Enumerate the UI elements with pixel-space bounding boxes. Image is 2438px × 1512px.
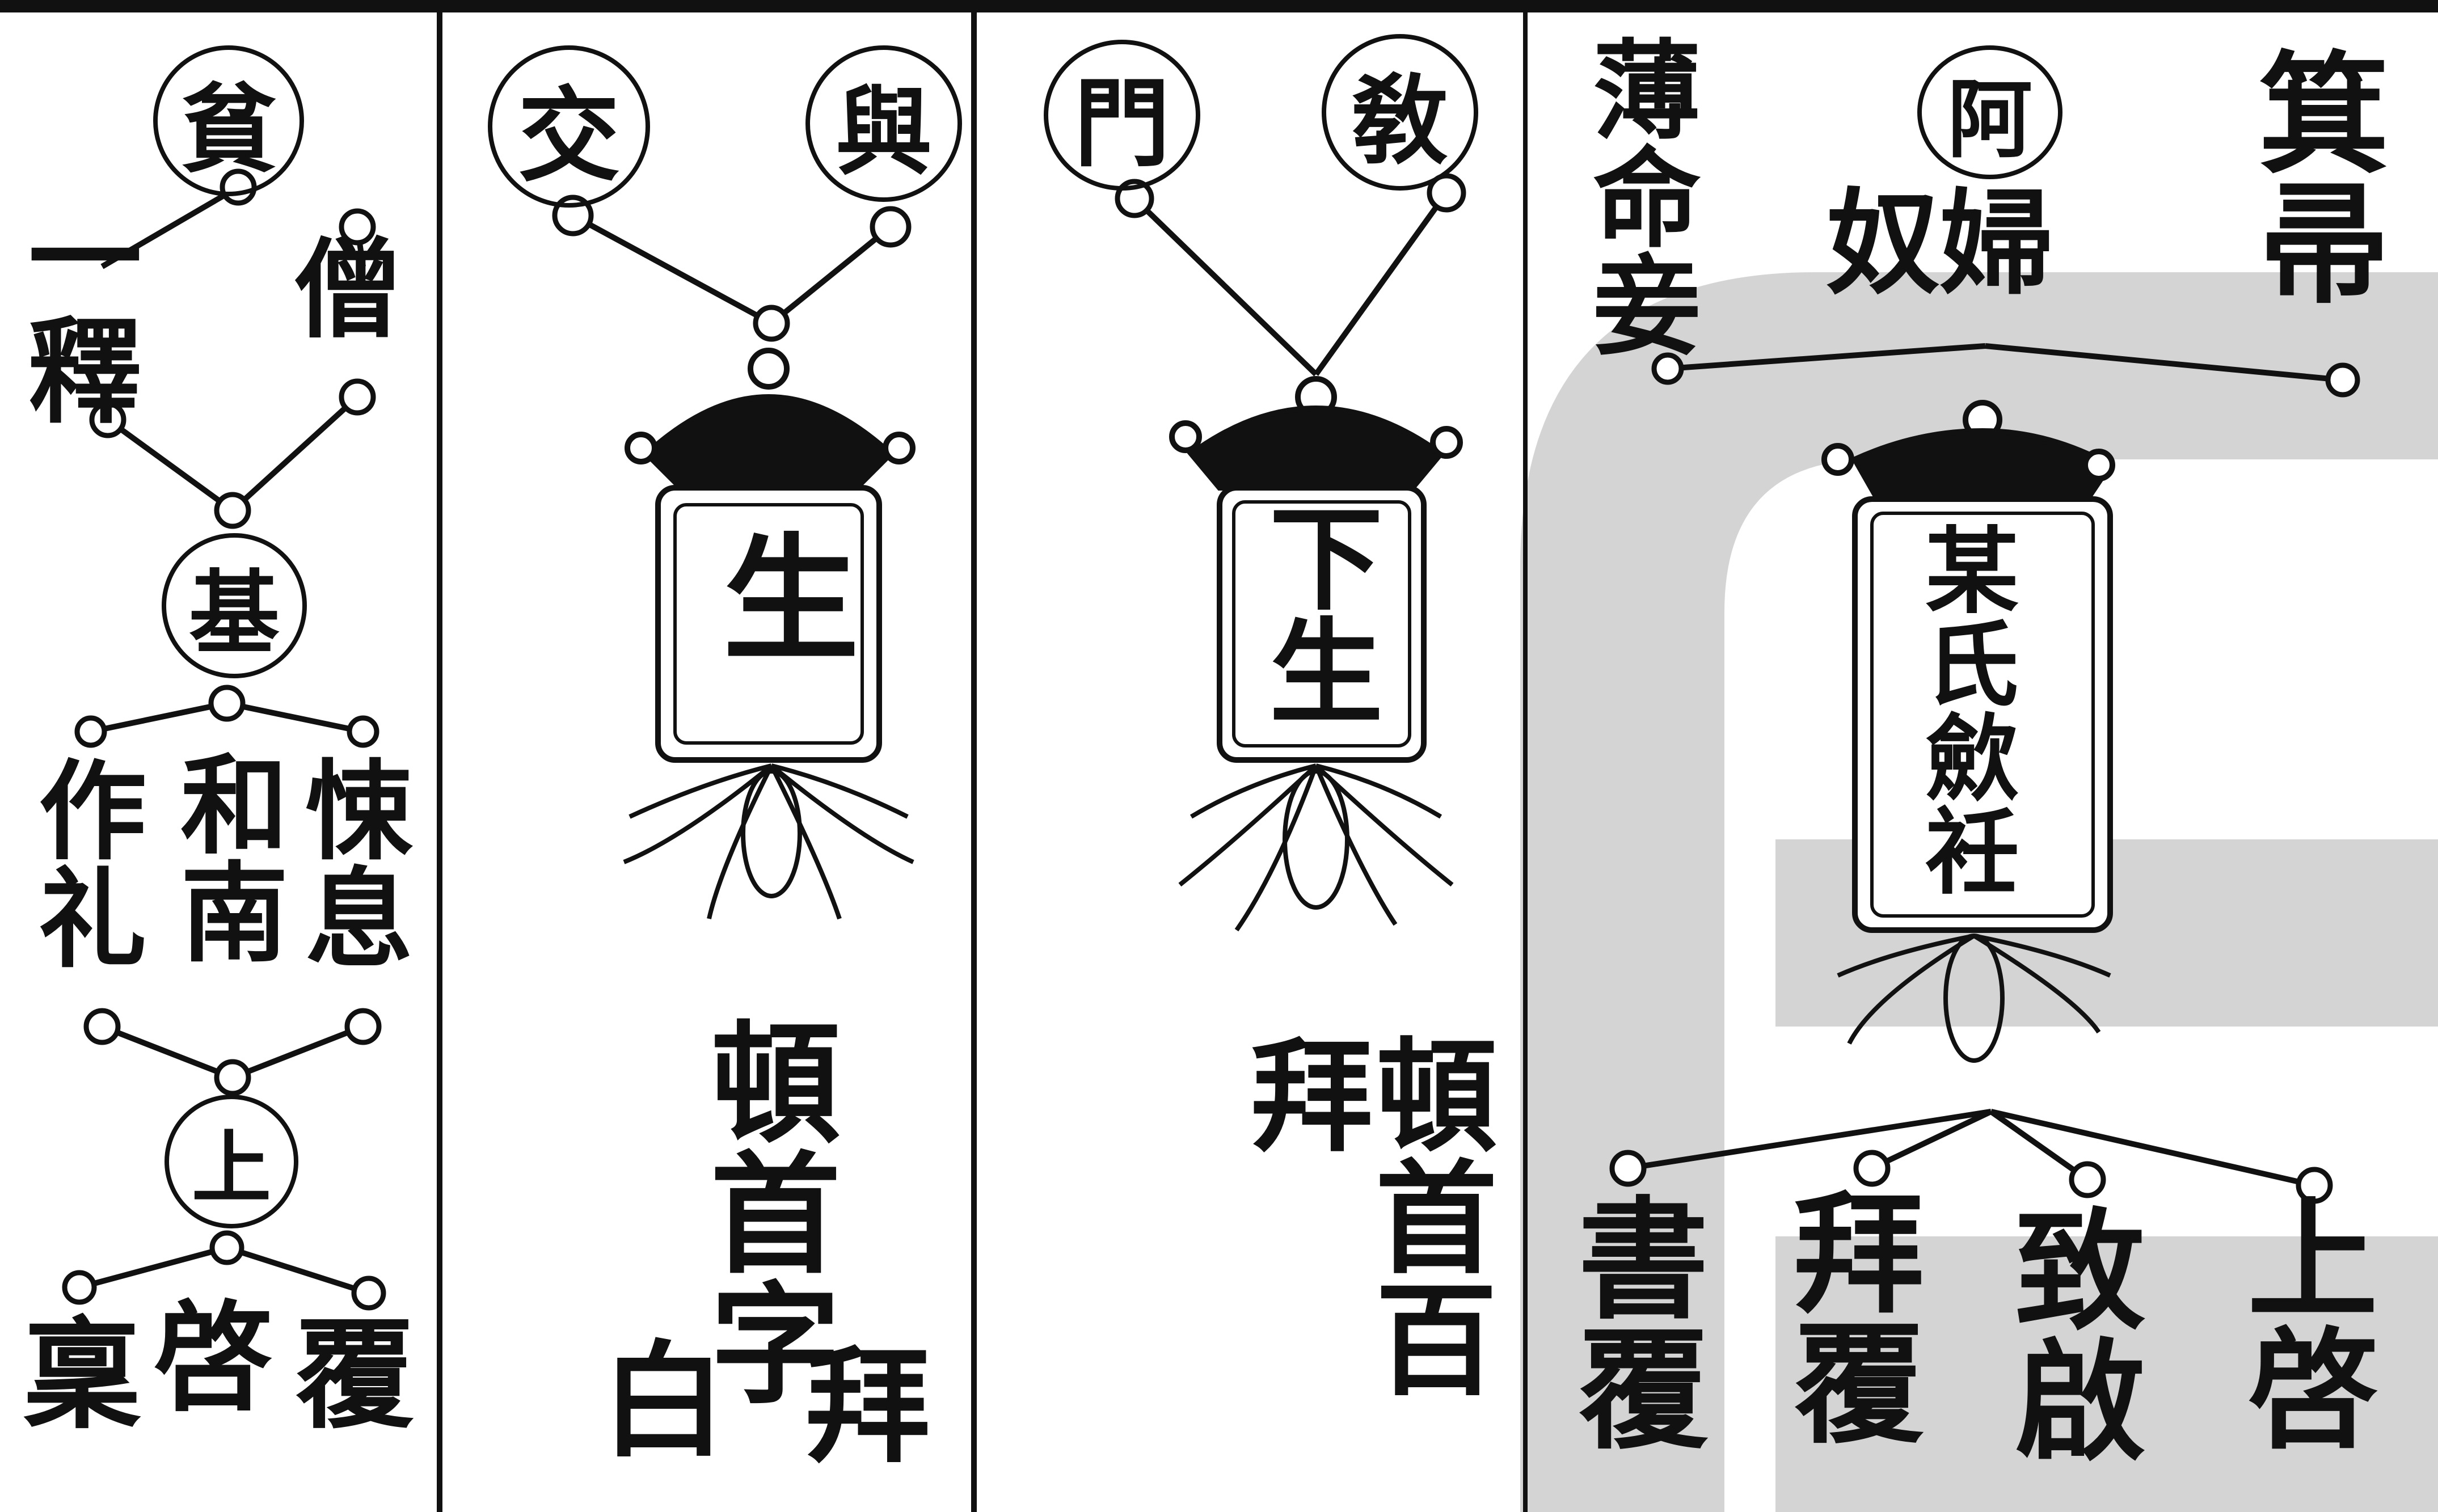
circle-char-right: 敎 [1322, 34, 1478, 191]
column-divider [437, 0, 442, 1512]
circle-char-left: 門 [1044, 40, 1200, 191]
tablet-inscription: 某氏歛衽 [1909, 522, 2019, 896]
label-row-middle: 和南 [162, 749, 289, 964]
tablet-inscription: 下生 [1250, 499, 1383, 726]
column-divider [971, 0, 977, 1512]
tablet-shrine [623, 348, 916, 920]
circle-char-middle: 基 [162, 533, 307, 678]
label-left: 一釋 [9, 198, 142, 425]
column-left: 白 [601, 1327, 727, 1474]
label-top-middle: 奴婦 [1827, 177, 2054, 310]
label-bottom-right: 覆 [295, 1305, 415, 1445]
circle-char-bottom: 上 [164, 1095, 298, 1228]
column-divider [1523, 0, 1528, 1512]
label-right: 僧 [275, 233, 402, 340]
label-row-left: 作礼 [20, 754, 147, 970]
circle-char-top: 貧 [153, 45, 304, 196]
label-bottom-1: 書覆 [1555, 1191, 1709, 1452]
tablet-shrine [1169, 376, 1463, 932]
circle-char-top: 阿 [1917, 45, 2062, 179]
label-bottom-2: 拜覆 [1771, 1185, 1925, 1446]
circle-char-left: 交 [488, 45, 650, 208]
column-main: 頓首百拜 [1230, 1032, 1498, 1398]
label-bottom-left: 稟 [23, 1305, 142, 1445]
tablet-inscription: 生 [700, 527, 860, 664]
column-right: 拜 [805, 1333, 931, 1480]
top-border [0, 0, 2438, 12]
tablet-shrine [1821, 400, 2115, 1063]
circle-char-right: 與 [805, 45, 962, 202]
label-row-right: 悚息 [286, 754, 414, 970]
column-main: 頓首字 [687, 1015, 841, 1407]
label-top-left: 薄命妾 [1574, 34, 1701, 357]
label-bottom-3: 致啟 [1992, 1202, 2146, 1463]
label-bottom-4: 上啓 [2225, 1191, 2378, 1452]
label-top-right: 箕帚 [2236, 45, 2390, 306]
label-bottom-middle: 啓 [153, 1288, 273, 1428]
